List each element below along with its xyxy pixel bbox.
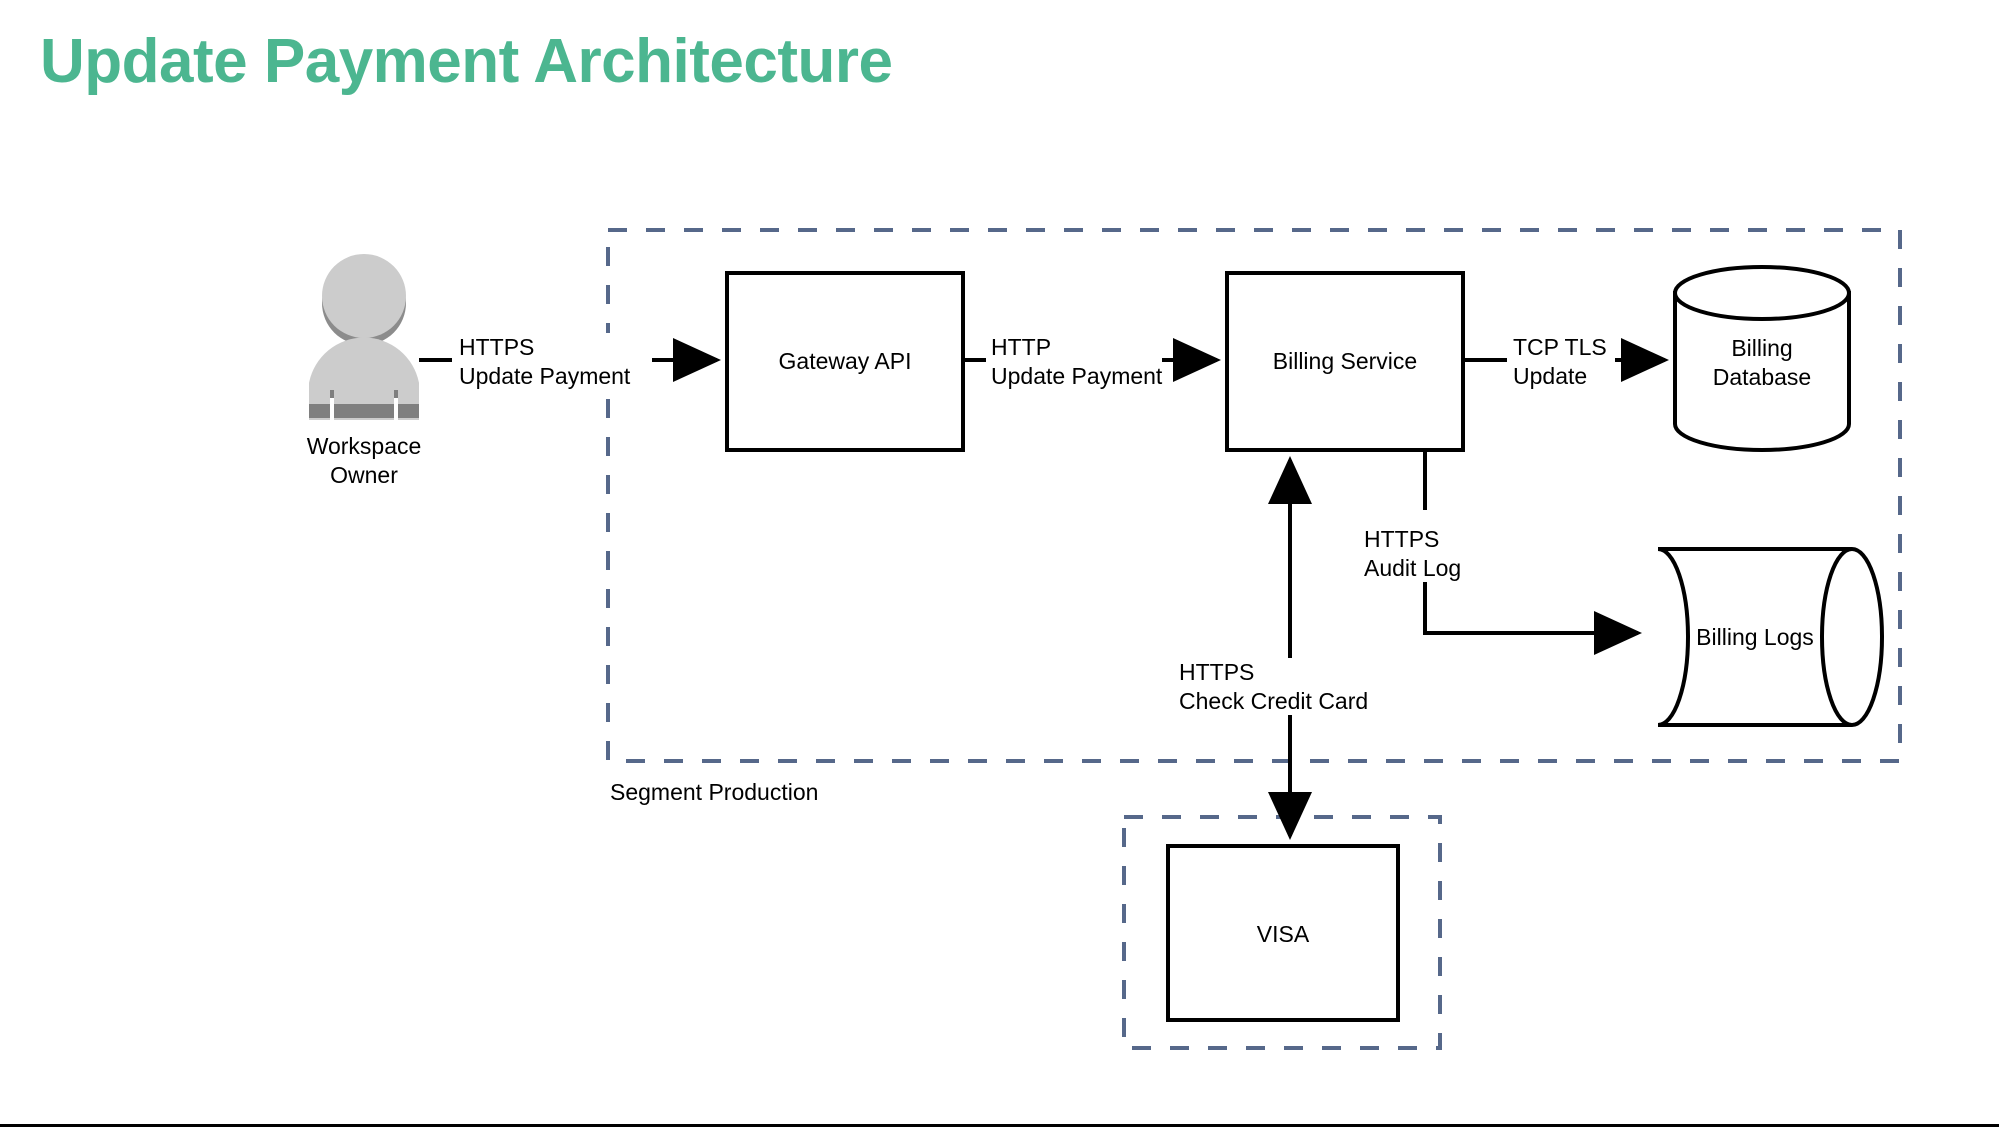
edge-billing-service-to-logs bbox=[1423, 450, 1642, 655]
node-visa-shape[interactable] bbox=[1166, 844, 1400, 1022]
edge-label-billing-service-to-database: TCP TLS Update bbox=[1513, 333, 1607, 391]
footer-rule bbox=[0, 1124, 1999, 1127]
page-title: Update Payment Architecture bbox=[40, 27, 893, 96]
node-gateway-api-shape[interactable] bbox=[725, 271, 965, 452]
zone-segment-production-border bbox=[606, 228, 1902, 763]
workspace-owner-label: Workspace Owner bbox=[306, 433, 422, 488]
edge-label-owner-to-gateway: HTTPS Update Payment bbox=[459, 333, 631, 391]
workspace-owner-actor-icon bbox=[309, 254, 419, 420]
node-billing-logs-shape[interactable] bbox=[1657, 547, 1884, 727]
edge-label-billing-service-to-logs: HTTPS Audit Log bbox=[1364, 525, 1462, 583]
zone-label-segment-production: Segment Production bbox=[610, 779, 819, 805]
node-billing-service-shape[interactable] bbox=[1225, 271, 1465, 452]
node-billing-database-shape[interactable] bbox=[1673, 265, 1851, 452]
edge-label-visa-to-billing-service: HTTPS Check Credit Card bbox=[1179, 658, 1369, 716]
edge-label-gateway-to-billing-service: HTTP Update Payment bbox=[991, 333, 1163, 391]
